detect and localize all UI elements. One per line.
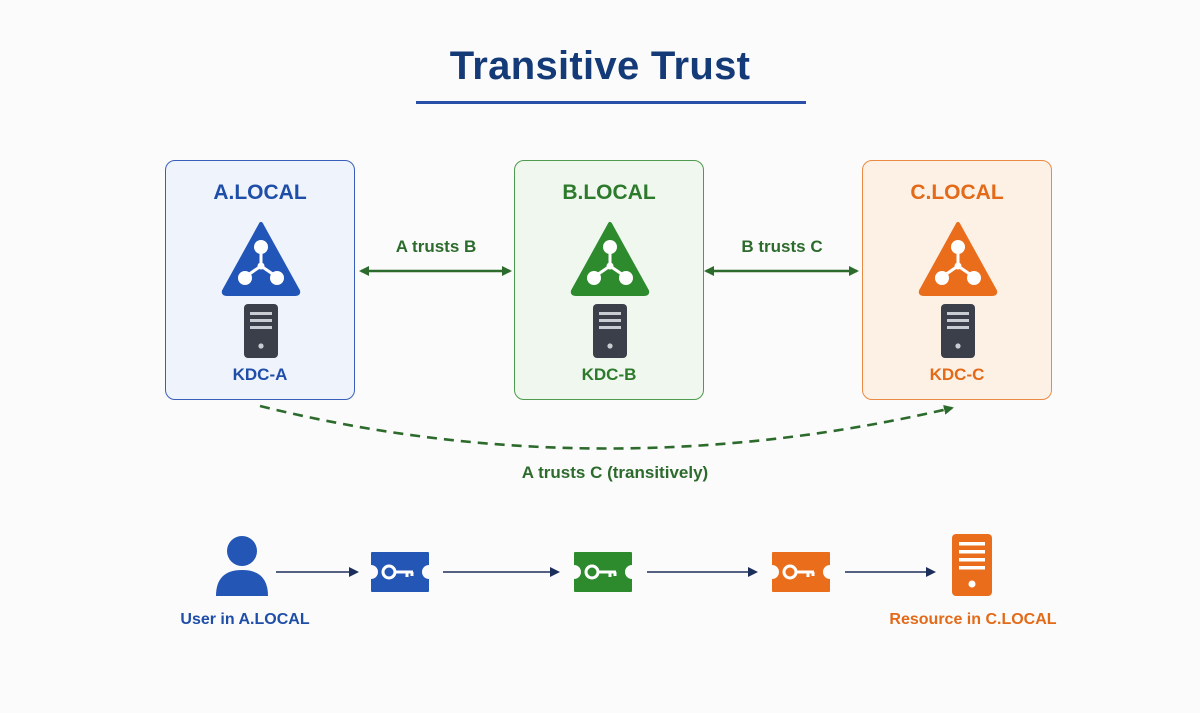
title-underline [416, 101, 806, 104]
domain-card-a: A.LOCAL KDC-A [165, 160, 355, 400]
kdc-server-icon [941, 304, 975, 358]
trust-arrow-a-c-transitive [259, 404, 954, 450]
ticket-icon [574, 552, 632, 592]
page-title: Transitive Trust [449, 44, 751, 88]
realm-triangle-icon [918, 222, 998, 296]
kdc-label: KDC-B [581, 365, 637, 384]
kdc-server-icon [244, 304, 278, 358]
domain-card-c: C.LOCAL KDC-C [862, 160, 1052, 400]
resource-label: Resource in C.LOCAL [889, 611, 1057, 628]
domain-card-b: B.LOCAL KDC-B [514, 160, 704, 400]
kdc-label: KDC-A [232, 365, 288, 384]
trust-label-a-c: A trusts C (transitively) [521, 463, 709, 482]
trust-label-a-b: A trusts B [395, 237, 477, 256]
kdc-label: KDC-C [929, 365, 985, 384]
domain-name: A.LOCAL [213, 181, 307, 204]
ticket-icon [371, 552, 429, 592]
domain-name: B.LOCAL [562, 181, 656, 204]
user-icon [216, 536, 268, 596]
realm-triangle-icon [221, 222, 301, 296]
realm-triangle-icon [570, 222, 650, 296]
domain-name: C.LOCAL [910, 181, 1004, 204]
ticket-icon [772, 552, 830, 592]
user-label: User in A.LOCAL [180, 611, 310, 628]
resource-server-icon [952, 534, 992, 596]
trust-label-b-c: B trusts C [741, 237, 823, 256]
kdc-server-icon [593, 304, 627, 358]
